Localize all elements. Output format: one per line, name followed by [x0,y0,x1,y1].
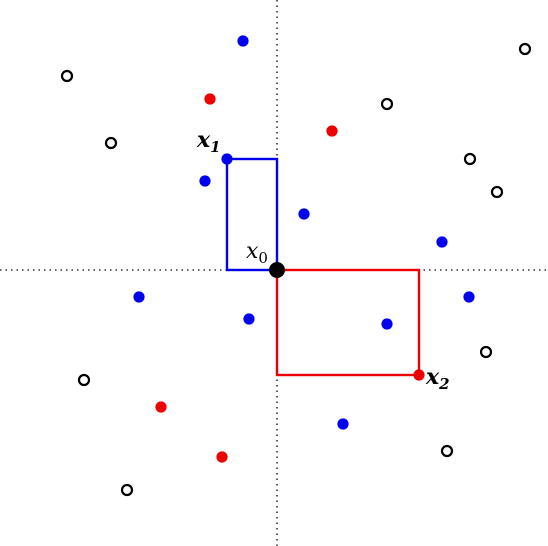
red-point [326,125,338,137]
blue-rectangle [225,157,279,272]
blue-point [337,418,349,430]
hollow-point [104,136,118,150]
hollow-point [77,373,91,387]
origin-point [269,262,285,278]
label-x2-sub: 2 [438,375,449,393]
label-x1-sub: 1 [210,138,220,156]
hollow-point [120,483,134,497]
points-layer [60,35,532,497]
blue-point [436,236,448,248]
label-x0-sub: 0 [258,249,268,267]
red-rectangle [275,268,421,377]
label-x2: x2 [425,364,450,393]
blue-point [133,291,145,303]
label-x1: x1 [196,127,221,156]
hollow-point [463,152,477,166]
hollow-point [440,444,454,458]
label-x0: x0 [246,239,268,267]
hollow-point [490,185,504,199]
blue-point [243,313,255,325]
red-point [216,451,228,463]
red-point [155,401,167,413]
label-x2-main: x [425,364,440,390]
red-point [204,93,216,105]
label-x1-main: x [196,127,211,153]
blue-point [199,175,211,187]
red-point [413,369,425,381]
hollow-point [60,69,74,83]
blue-point [298,208,310,220]
hollow-point [380,97,394,111]
blue-point [237,35,249,47]
blue-point [463,291,475,303]
blue-point [381,318,393,330]
label-x0-main: x [246,239,259,264]
blue-point [221,153,233,165]
hollow-point [518,42,532,56]
hollow-point [479,345,493,359]
